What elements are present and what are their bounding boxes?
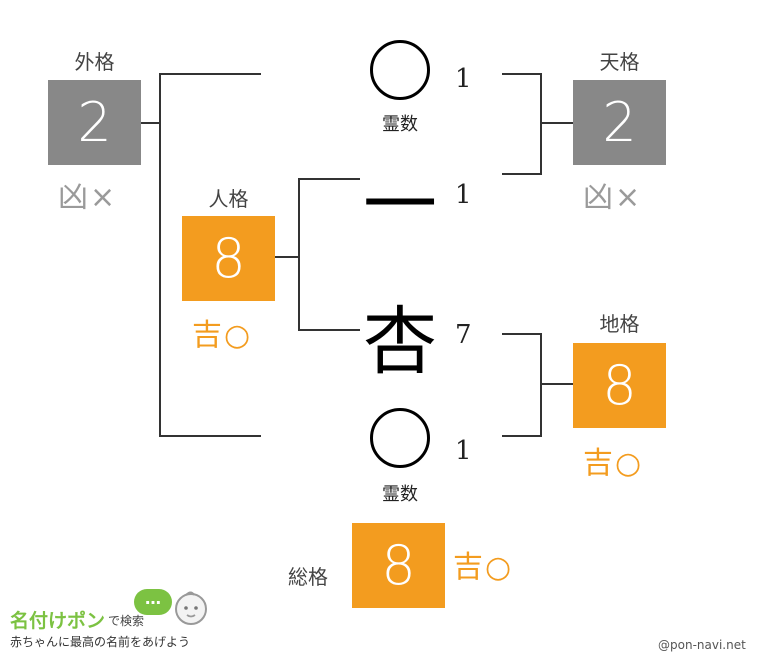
tenkaku-verdict: 凶×: [583, 180, 643, 215]
stroke-count-2: 7: [455, 320, 472, 350]
jinkaku-box: 8: [182, 216, 275, 301]
tenkaku-label: 天格: [599, 50, 640, 74]
tenkaku-value: 2: [602, 91, 637, 154]
speech-bubble-icon: …: [134, 589, 172, 615]
reisu-top-note: 霊数: [382, 114, 418, 135]
speech-bubble-dots: …: [145, 589, 161, 608]
logo-search-text: で検索: [108, 614, 145, 628]
logo-tagline: 赤ちゃんに最高の名前をあげよう: [10, 635, 191, 649]
jinkaku-verdict: 吉○: [192, 318, 253, 353]
reisu-bottom-note: 霊数: [382, 484, 418, 505]
tenkaku-box: 2: [573, 80, 666, 165]
logo-title: 名付けポン: [10, 610, 106, 632]
gaikaku-box: 2: [48, 80, 141, 165]
reisu-top-circle: [370, 40, 430, 100]
name-char-1: 杏: [363, 299, 437, 385]
chikaku-value: 8: [602, 354, 637, 417]
chikaku-box: 8: [573, 343, 666, 428]
soukaku-verdict: 吉○: [453, 550, 514, 585]
stroke-count-0: 1: [455, 64, 472, 94]
chikaku-label: 地格: [599, 312, 640, 336]
soukaku-box: 8: [352, 523, 445, 608]
jinkaku-label: 人格: [208, 187, 249, 211]
chikaku-verdict: 吉○: [583, 446, 644, 481]
gaikaku-label: 外格: [74, 50, 115, 74]
soukaku-label: 総格: [288, 565, 328, 589]
stroke-count-3: 1: [455, 436, 472, 466]
soukaku-value: 8: [381, 534, 416, 597]
name-char-0: 一: [363, 162, 437, 248]
logo[interactable]: 名付けポン で検索 … 赤ちゃんに最高の名前をあげよう: [8, 585, 223, 655]
gaikaku-value: 2: [77, 91, 112, 154]
reisu-bottom-circle: [370, 408, 430, 468]
stroke-count-1: 1: [455, 180, 472, 210]
jinkaku-value: 8: [211, 227, 246, 290]
site-credit: @pon-navi.net: [658, 638, 746, 652]
gaikaku-verdict: 凶×: [58, 180, 118, 215]
baby-face-icon: [175, 591, 207, 625]
